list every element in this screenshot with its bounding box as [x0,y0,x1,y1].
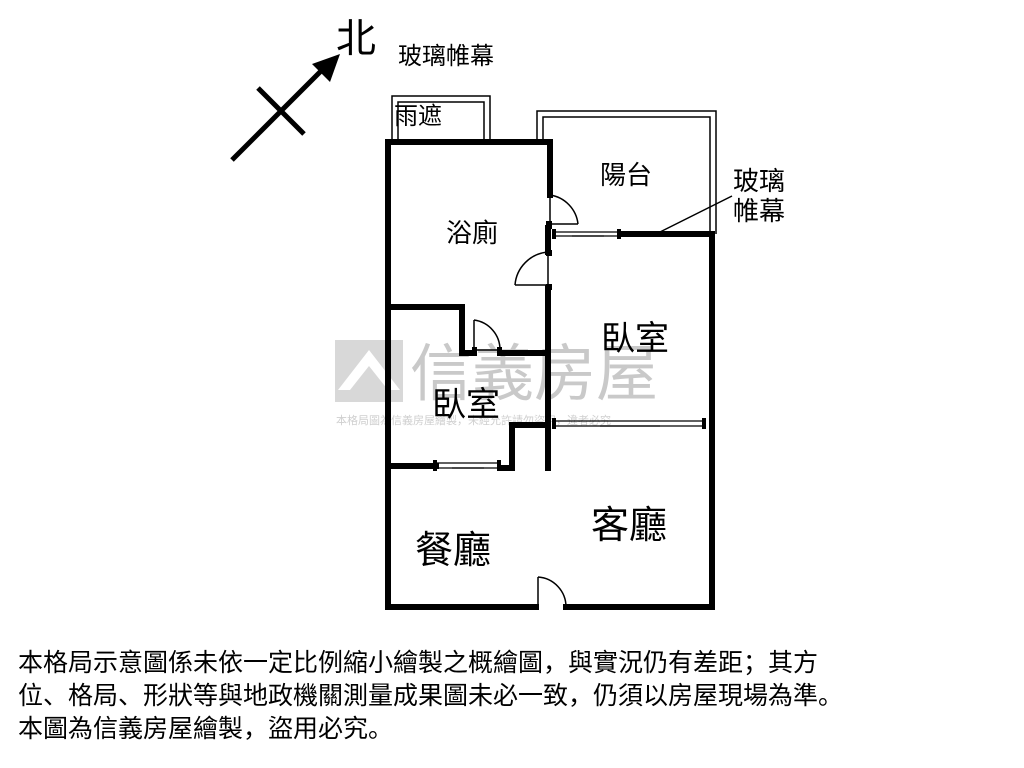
floor-plan: 信義房屋 本格局圖為信義房屋繪製，未經允許請勿盜用，違者必究 北 [230,16,785,610]
glass-curtain-right-label-1: 玻璃 [733,167,785,197]
sliding-door-stops [433,229,706,471]
compass-north-label: 北 [336,16,376,62]
disclaimer-line-1: 本格局示意圖係未依一定比例縮小繪製之概繪圖，與實況仍有差距；其方 [18,648,819,677]
balcony-label: 陽台 [600,161,652,191]
door-stops [472,221,552,356]
disclaimer-text: 本格局示意圖係未依一定比例縮小繪製之概繪圖，與實況仍有差距；其方 位、格局、形狀… [18,646,1008,745]
compass-cross-bar [256,86,306,136]
disclaimer-line-2: 位、格局、形狀等與地政機關測量成果圖未必一致，仍須以房屋現場為準。 [18,681,844,710]
canopy-label: 雨遮 [394,102,442,130]
dining-room-label: 餐廳 [415,528,491,572]
living-room-label: 客廳 [591,503,667,547]
north-arrow-icon [312,54,340,82]
sliding-doors [436,231,706,469]
glass-curtain-leader [659,195,733,233]
bathroom-label: 浴廁 [446,219,498,249]
walls [385,139,715,610]
compass [230,54,340,162]
balcony-outline [536,110,717,234]
glass-curtain-right-label-2: 帷幕 [733,197,785,227]
watermark: 信義房屋 本格局圖為信義房屋繪製，未經允許請勿盜用，違者必究 [335,337,658,427]
canopy-outline [391,95,491,140]
compass-arrow-shaft [230,68,324,162]
bedroom-right-label: 臥室 [601,319,669,359]
glass-curtain-top-label: 玻璃帷幕 [398,42,494,70]
disclaimer-line-3: 本圖為信義房屋繪製，盜用必究。 [18,714,394,743]
watermark-brand: 信義房屋 [410,337,658,410]
brand-logo-icon [335,340,403,402]
bedroom-left-label: 臥室 [432,385,500,425]
